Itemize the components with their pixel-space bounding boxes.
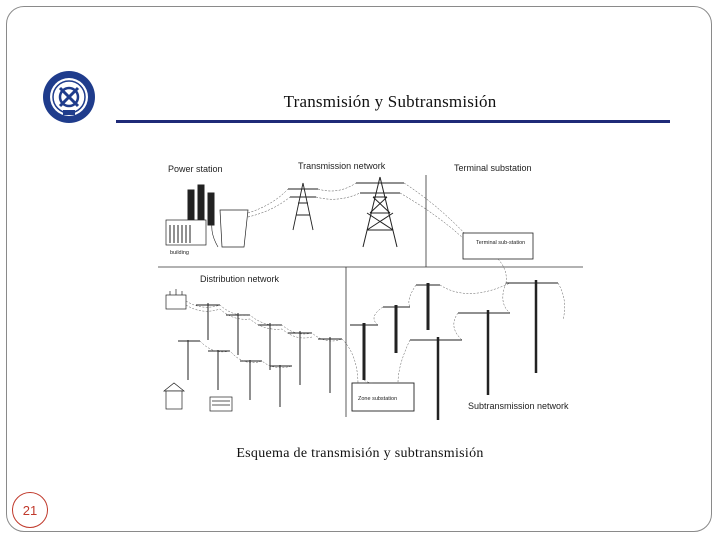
label-power-station: Power station [168, 164, 223, 174]
transmission-wires [247, 182, 469, 240]
zone-substation-box [351, 382, 415, 412]
title-rule [116, 120, 670, 123]
label-distribution-network: Distribution network [200, 274, 280, 284]
label-building: building [170, 250, 189, 256]
university-seal-icon [43, 71, 95, 123]
slide-frame [6, 6, 712, 532]
label-terminal-substation: Terminal substation [454, 163, 532, 173]
power-station [165, 184, 249, 248]
subtransmission-poles [350, 280, 558, 420]
terminal-substation-box [462, 232, 534, 260]
distribution-poles [178, 303, 342, 407]
distribution-wires [185, 300, 359, 386]
diagram-caption: Esquema de transmisión y subtransmisión [236, 446, 484, 461]
label-terminal-substation-box: Terminal sub-station [476, 240, 525, 246]
transmission-tower-small [288, 182, 318, 231]
subtransmission-wires [363, 258, 565, 384]
label-zone-substation: Zone substation [358, 396, 397, 402]
label-transmission-network: Transmission network [298, 161, 386, 171]
page-number-badge: 21 [12, 492, 48, 528]
slide-title: Transmisión y Subtransmisión [283, 92, 497, 111]
label-subtransmission-network: Subtransmission network [468, 401, 569, 411]
transmission-tower-large [356, 176, 404, 248]
transmission-diagram: Power station Transmission network Termi… [158, 161, 583, 420]
distribution-houses [163, 289, 233, 412]
